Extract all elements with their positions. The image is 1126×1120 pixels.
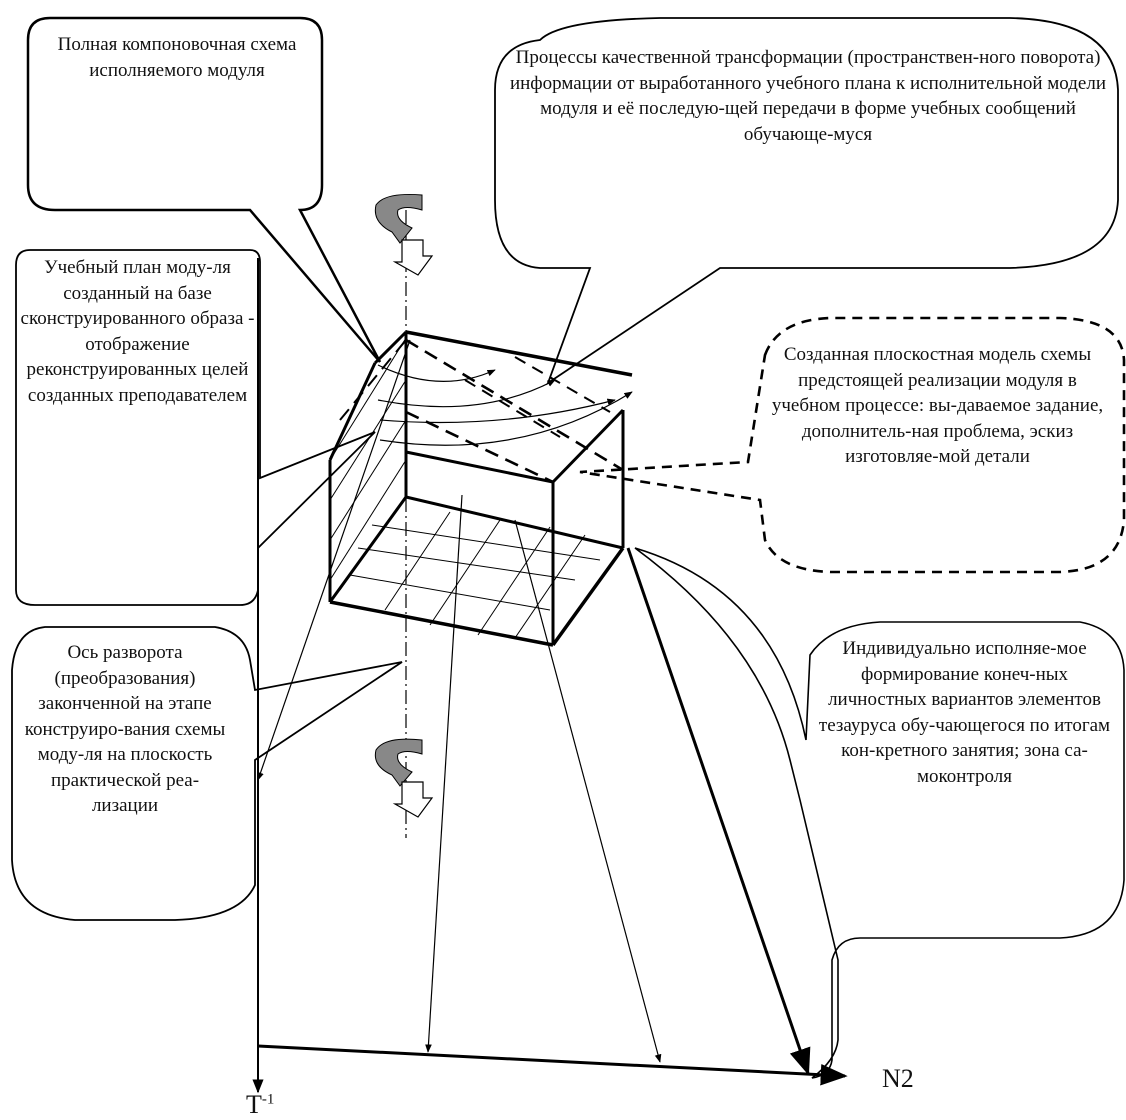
callout-individual-bubble — [634, 547, 1125, 1079]
callout-full-scheme-text: Полная компоновочная схема исполняемого … — [57, 34, 297, 81]
callout-rotation-axis-text: Ось разворота (преобразования) законченн… — [24, 642, 226, 816]
callout-study-plan-bubble — [15, 249, 376, 606]
callout-individual-text: Индивидуально исполняе-мое формирование … — [818, 638, 1111, 787]
callout-study-plan-text: Учебный план моду-ля созданный на базе с… — [20, 257, 255, 406]
rotation-arrow-bottom-icon — [374, 738, 434, 818]
callout-full-scheme-bubble — [26, 16, 382, 363]
axis-horizontal-label: N2 — [882, 1064, 914, 1093]
module-box — [328, 330, 633, 647]
floor-grid — [339, 504, 601, 639]
axis-vertical-label: T-1 — [246, 1090, 274, 1120]
callout-planar-model-text: Созданная плоскостная модель схемы предс… — [771, 344, 1104, 467]
callout-transformation-text: Процессы качественной трансформации (про… — [509, 47, 1107, 145]
callout-transformation-bubble — [494, 17, 1119, 386]
transformation-arrows — [377, 364, 633, 446]
axis-vertical-base: T — [246, 1090, 262, 1119]
projection-arrows — [257, 339, 811, 1076]
callout-planar-model-bubble — [579, 316, 1126, 574]
callout-rotation-axis-bubble — [11, 626, 403, 921]
rotation-arrow-top-icon — [374, 194, 434, 276]
axis-vertical-exp: -1 — [261, 1091, 275, 1108]
axis-horizontal-line — [257, 1044, 848, 1086]
